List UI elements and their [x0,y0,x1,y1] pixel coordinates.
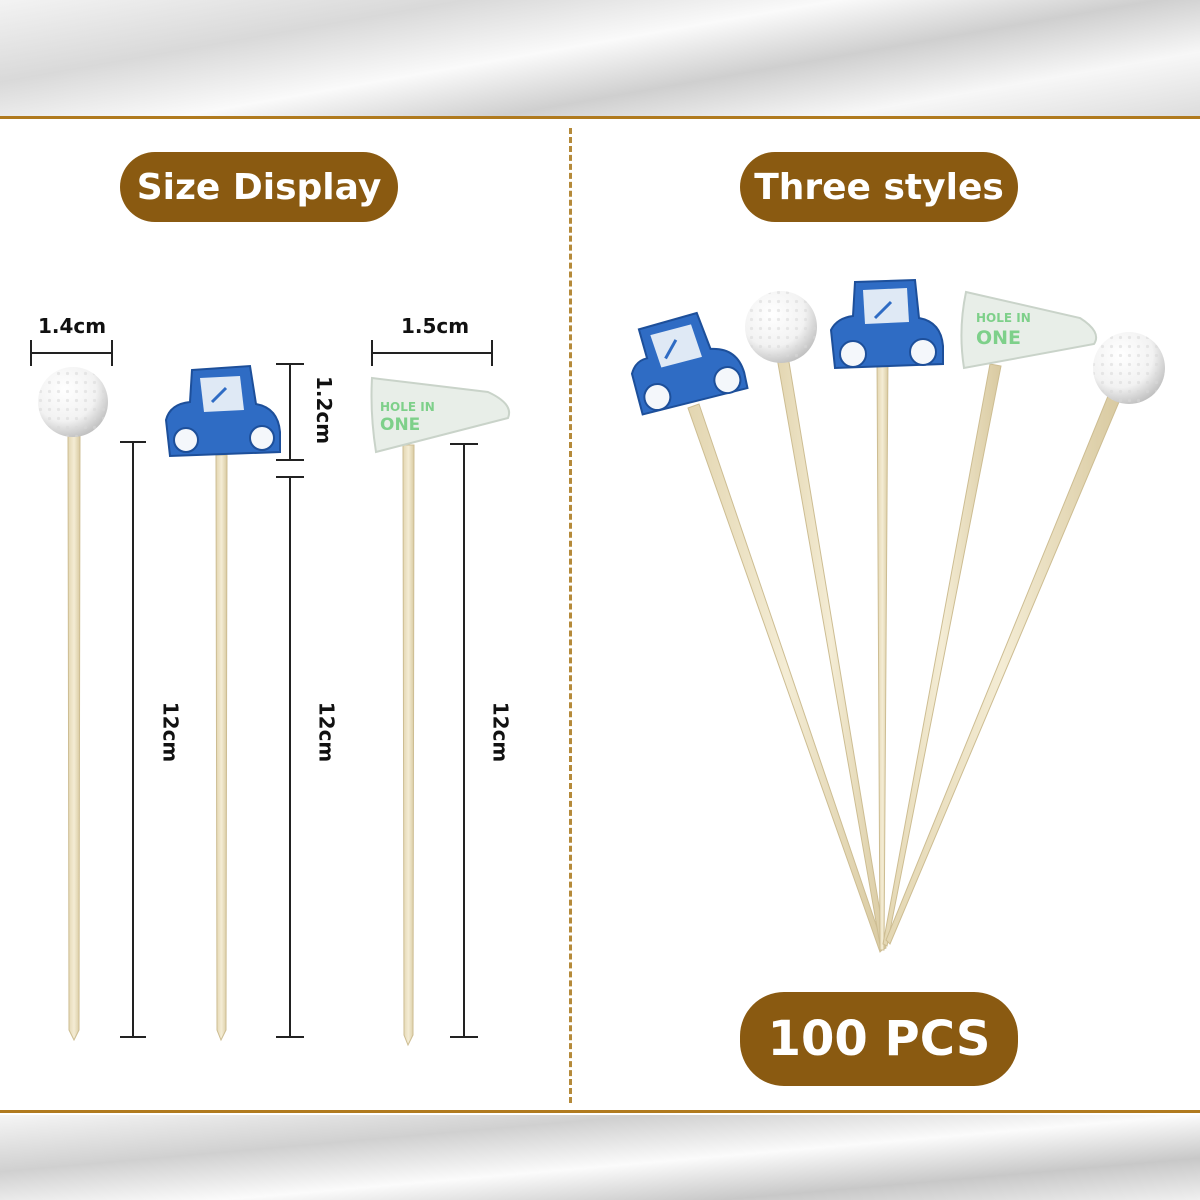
count-badge: 100 PCS [740,992,1018,1086]
flag-pick: HOLE IN ONE [370,376,510,1047]
bottom-silver-band [0,1115,1200,1200]
ball-length-label: 12cm [158,701,183,763]
top-silver-band [0,0,1200,118]
size-display-heading: Size Display [120,152,398,222]
cart-height-label: 1.2cm [312,375,337,445]
flag-text-line1: HOLE IN [380,400,435,414]
dashed-divider [569,128,572,1103]
golf-ball-pick [38,367,108,1042]
golf-cart-icon [630,311,749,416]
golf-ball-icon [1093,332,1165,404]
hole-in-one-flag-icon: HOLE IN ONE [960,290,1098,370]
cart-length-label: 12cm [314,701,339,763]
golf-cart-icon [164,364,281,458]
flag-width-label: 1.5cm [401,314,470,338]
bottom-gold-rule [0,1110,1200,1113]
top-gold-rule [0,116,1200,119]
ball-width-label: 1.4cm [38,314,107,338]
golf-cart-icon [829,278,944,370]
flag-text-line2: ONE [976,327,1021,349]
flag-length-label: 12cm [488,701,513,763]
three-styles-heading: Three styles [740,152,1018,222]
golf-ball-icon [745,291,817,363]
fan-sticks [687,349,1120,953]
flag-text-line2: ONE [380,415,420,435]
dimension-lines [30,340,493,1038]
styles-fan: HOLE IN ONE [630,278,1165,953]
golf-cart-pick [164,364,281,1042]
flag-text-line1: HOLE IN [976,311,1031,325]
hole-in-one-flag-icon: HOLE IN ONE [370,376,510,454]
